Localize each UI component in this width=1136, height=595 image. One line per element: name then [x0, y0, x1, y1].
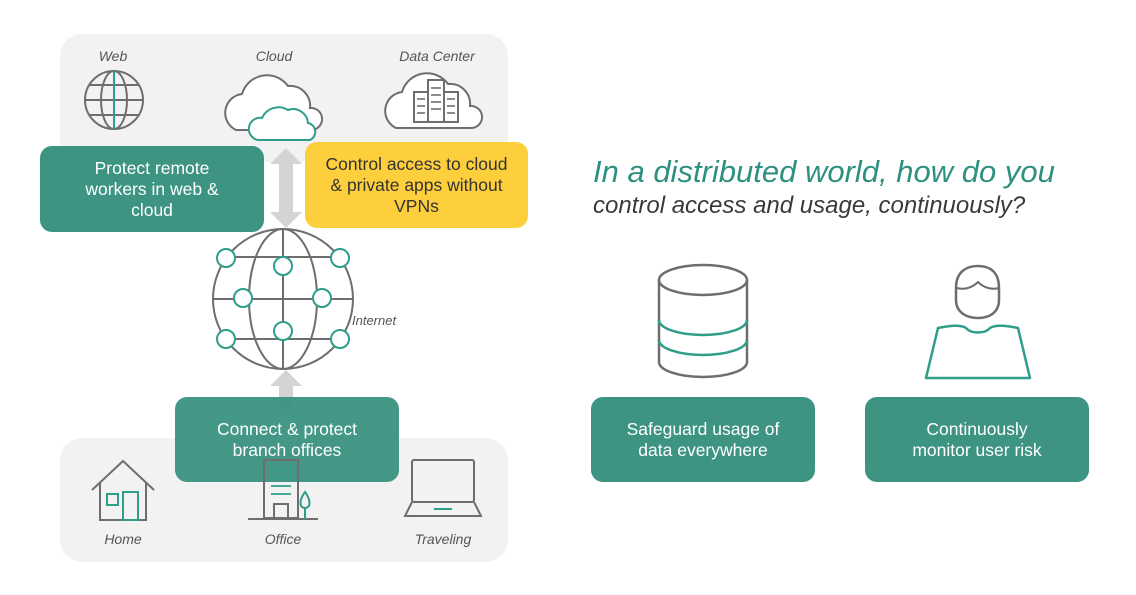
heading-line-2: control access and usage, continuously? — [593, 192, 1026, 219]
cloud-icon — [224, 74, 324, 141]
web-globe-icon — [84, 70, 144, 130]
web-label: Web — [98, 48, 128, 64]
data-center-label: Data Center — [399, 48, 475, 64]
user-icon — [924, 264, 1032, 380]
protect-remote-workers-box: Protect remote workers in web & cloud — [40, 146, 264, 232]
office-building-icon — [248, 459, 318, 520]
safeguard-data-box: Safeguard usage of data everywhere — [591, 397, 815, 482]
heading: In a distributed world, how do you contr… — [593, 153, 1133, 221]
office-label: Office — [264, 531, 302, 547]
traveling-label: Traveling — [414, 531, 472, 547]
internet-globe-icon — [212, 228, 354, 370]
monitor-user-risk-box: Continuously monitor user risk — [865, 397, 1089, 482]
branch-internet-arrow — [270, 370, 302, 410]
control-access-box: Control access to cloud & private apps w… — [305, 142, 528, 228]
internet-label: Internet — [352, 313, 397, 328]
connect-branch-offices-box: Connect & protect branch offices — [175, 397, 399, 482]
home-label: Home — [104, 531, 142, 547]
data-center-icon — [384, 72, 484, 129]
home-icon — [91, 459, 155, 521]
heading-line-1: In a distributed world, how do you — [593, 154, 1055, 189]
database-icon — [657, 263, 749, 379]
cloud-label: Cloud — [255, 48, 293, 64]
cloud-internet-arrow — [270, 148, 302, 228]
laptop-icon — [403, 459, 483, 517]
